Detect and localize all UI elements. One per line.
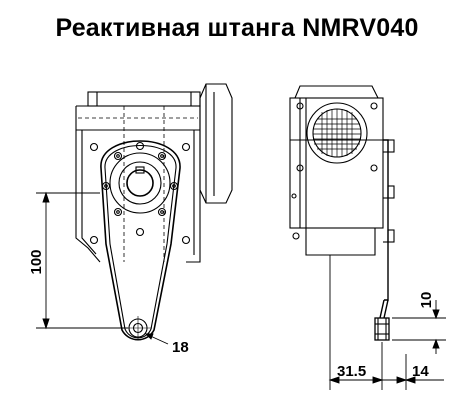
page-title: Реактивная штанга NMRV040 <box>55 14 419 42</box>
dimension-10 <box>392 300 446 354</box>
torque-arm-front <box>100 140 181 341</box>
dim-label-arm-length: 100 <box>28 249 45 274</box>
dim-label-slot-height: 10 <box>418 292 435 309</box>
dimension-18-leader <box>144 333 169 345</box>
dimension-100 <box>36 191 128 330</box>
torque-arm-side <box>374 139 395 341</box>
dim-label-offset: 31.5 <box>337 363 366 380</box>
gearbox-side-view <box>289 85 384 256</box>
dimension-31-5-and-14 <box>328 255 444 390</box>
gearbox-front-view <box>75 83 233 263</box>
fan-grille <box>313 109 361 157</box>
dim-label-width: 14 <box>412 363 429 380</box>
dim-label-hole-diameter: 18 <box>172 339 189 356</box>
